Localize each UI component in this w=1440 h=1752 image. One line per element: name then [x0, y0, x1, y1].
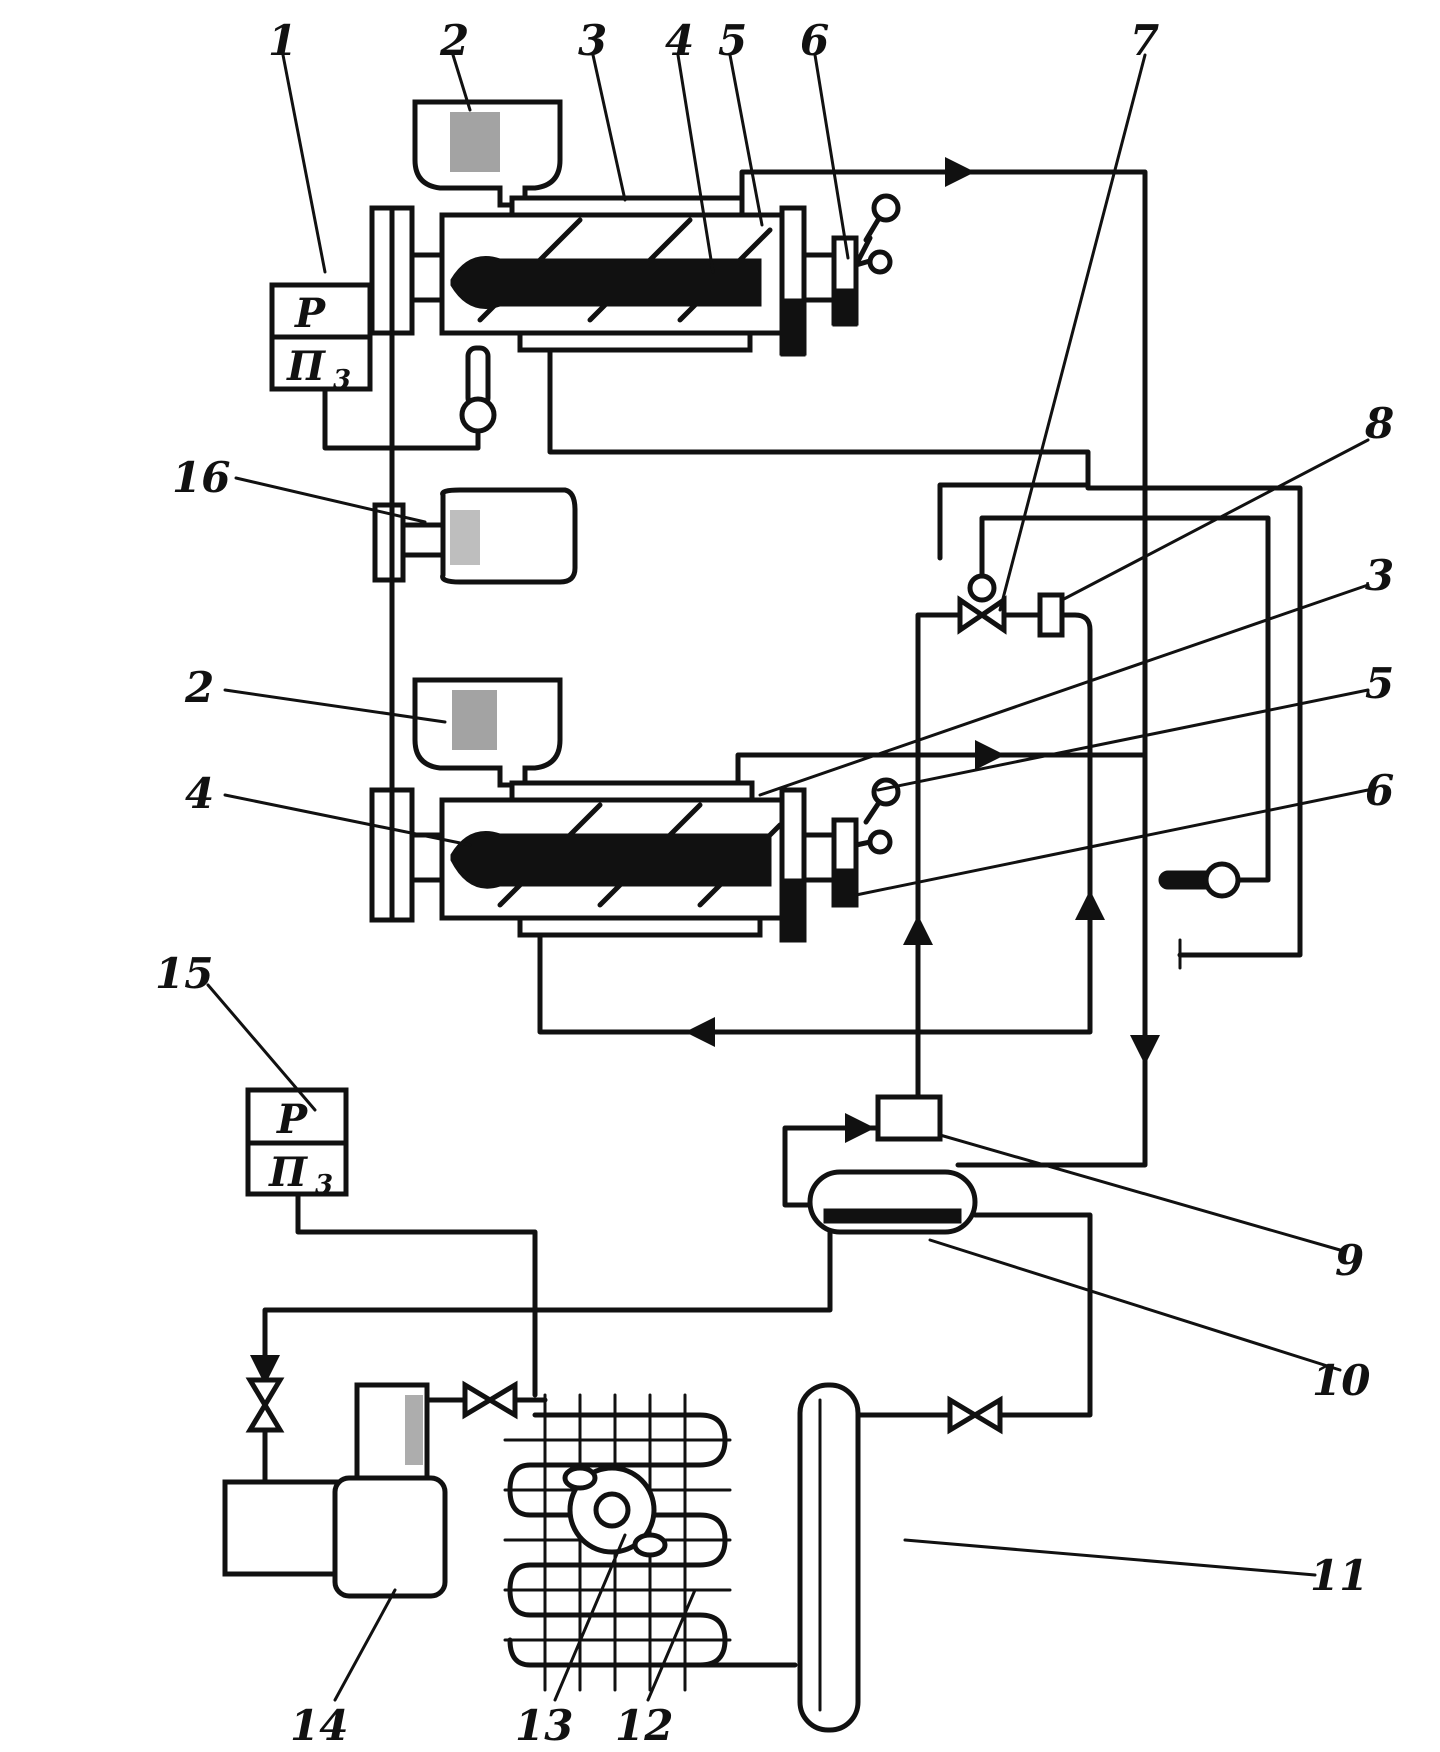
supply-line-top	[547, 347, 1303, 958]
controller-top: P П 3	[269, 282, 373, 395]
callout-4b: 4	[185, 769, 214, 818]
controller-15: P П 3	[245, 1087, 349, 1200]
return-line-top	[739, 169, 1148, 1168]
callout-6b: 6	[1365, 766, 1394, 815]
fan-13	[562, 1465, 668, 1558]
separator-10	[807, 1169, 978, 1235]
controller-top-sub: 3	[333, 365, 351, 395]
controller-15-wire	[295, 1191, 538, 1398]
callout-leaders	[206, 53, 1370, 1702]
thermostat-right	[1158, 861, 1241, 899]
callout-8: 8	[1364, 399, 1394, 448]
callout-2b: 2	[184, 663, 214, 712]
callout-5: 5	[718, 16, 747, 65]
sensor-8	[1037, 592, 1065, 638]
callout-2: 2	[439, 16, 469, 65]
callout-numbers: 1 2 3 4 5 6 7 8 16 3 2 5 4 6 15 9 10 11 …	[155, 16, 1394, 1750]
controller-bottom-pi: П	[268, 1149, 308, 1196]
controller-top-p: P	[294, 290, 327, 337]
receiver-9	[875, 1094, 943, 1142]
callout-3b: 3	[1365, 551, 1394, 600]
callout-13: 13	[515, 1701, 573, 1750]
extruder-top	[369, 99, 901, 357]
callout-16: 16	[172, 453, 230, 502]
receiver-11	[797, 1382, 861, 1733]
expansion-valve-7	[957, 573, 1007, 635]
callout-9: 9	[1335, 1236, 1364, 1285]
callout-4: 4	[665, 16, 694, 65]
liquid-line	[915, 612, 938, 1103]
callout-10: 10	[1312, 1356, 1370, 1405]
callout-14: 14	[290, 1701, 348, 1750]
valve-compressor	[462, 1380, 518, 1420]
compressor-14	[222, 1382, 448, 1599]
controller-top-pi: П	[286, 343, 326, 390]
callout-11: 11	[1310, 1551, 1368, 1600]
callout-15: 15	[155, 949, 213, 998]
callout-6: 6	[800, 16, 829, 65]
screw-bottom	[450, 831, 772, 889]
callout-1: 1	[268, 16, 297, 65]
callout-7: 7	[1130, 16, 1159, 65]
motor-16	[372, 487, 578, 585]
callout-5b: 5	[1365, 659, 1394, 708]
valve-left	[245, 1377, 285, 1433]
return-line-bottom	[735, 752, 1148, 786]
extruder-bottom	[369, 677, 901, 943]
controller-bottom-p: P	[276, 1096, 309, 1143]
valve-right	[947, 1395, 1003, 1435]
controller-bottom-sub: 3	[315, 1170, 333, 1200]
callout-3: 3	[578, 16, 607, 65]
callout-12: 12	[615, 1701, 673, 1750]
controller-top-wire	[322, 386, 481, 451]
thermometer-top	[459, 345, 497, 434]
